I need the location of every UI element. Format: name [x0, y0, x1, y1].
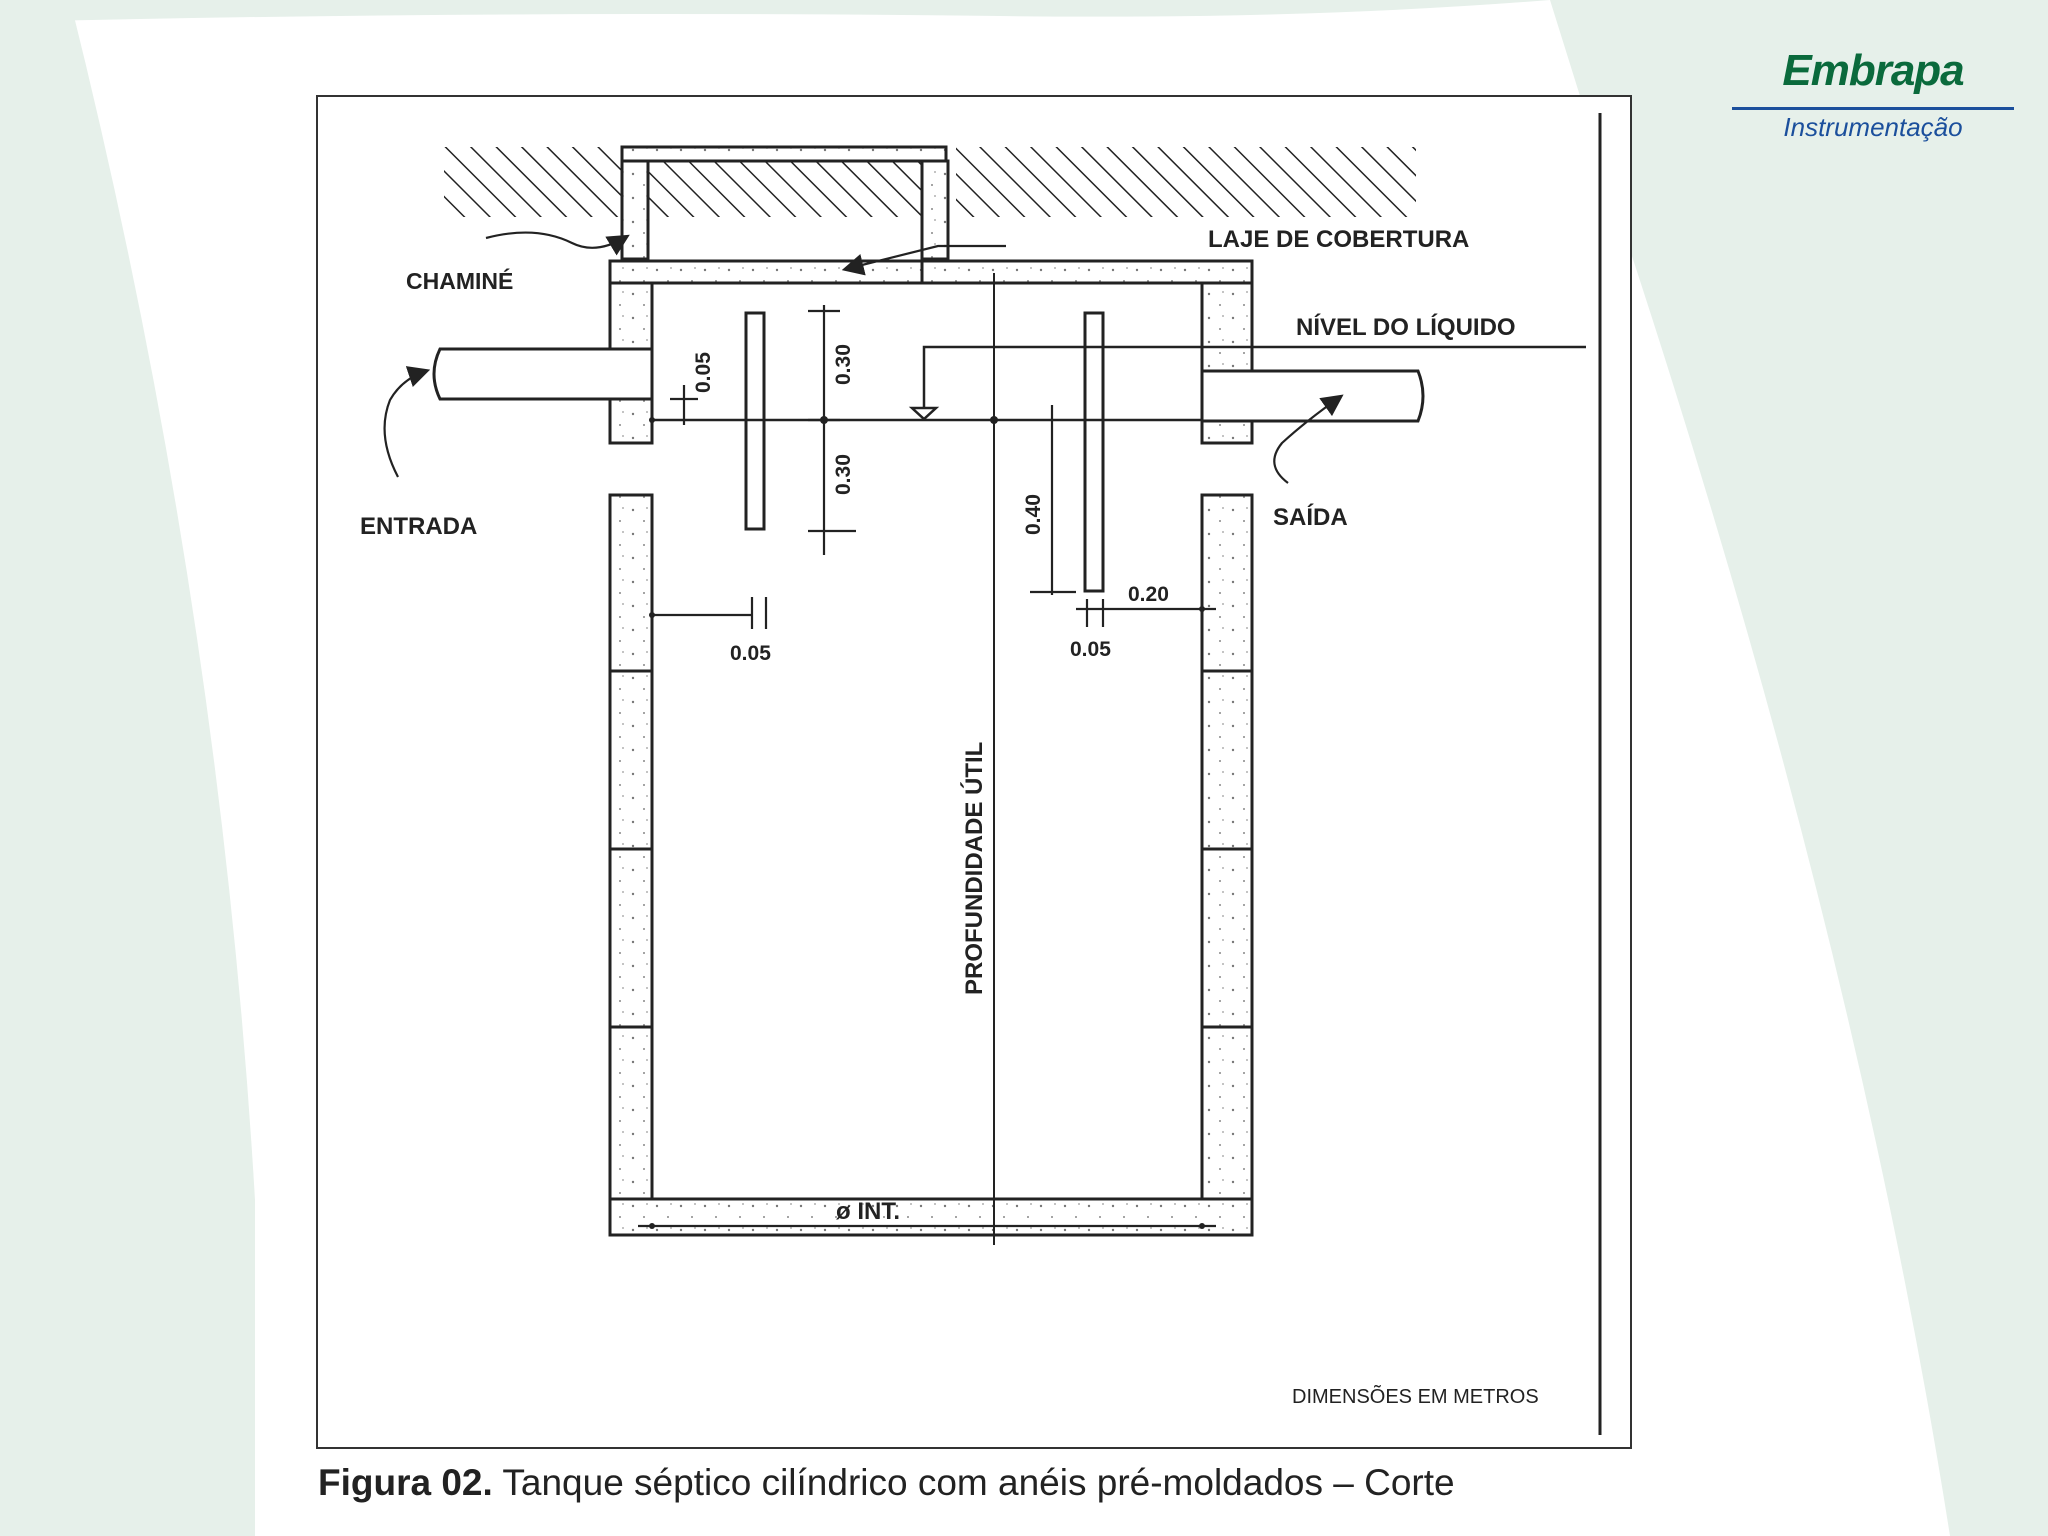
dim-baffle-above-level: 0.30	[832, 344, 855, 385]
left-wave-shape	[0, 0, 255, 1536]
inlet-label: ENTRADA	[360, 513, 477, 540]
useful-depth-label: PROFUNDIDADE ÚTIL	[960, 742, 988, 995]
logo-subtitle: Instrumentação	[1783, 112, 1963, 142]
caption-text: Tanque séptico cilíndrico com anéis pré-…	[492, 1462, 1455, 1503]
logo-title: Embrapa	[1782, 46, 1964, 95]
liquid-level-label: NÍVEL DO LÍQUIDO	[1296, 313, 1516, 341]
dim-outlet-baffle-gap: 0.05	[1070, 638, 1111, 661]
outlet-pipe	[1200, 369, 1425, 423]
dim-outlet-offset: 0.20	[1128, 583, 1169, 606]
chimney-label: CHAMINÉ	[406, 267, 513, 294]
liquid-level-line	[652, 345, 1586, 422]
dim-outlet-baffle-depth: 0.40	[1022, 494, 1045, 535]
dim-inlet-gap-top: 0.05	[692, 352, 715, 393]
inlet-pipe	[432, 347, 654, 401]
caption-prefix: Figura 02.	[318, 1462, 493, 1503]
leader-arrows	[383, 231, 1344, 484]
cover-slab	[608, 259, 1254, 285]
outlet-label: SAÍDA	[1273, 503, 1348, 531]
embrapa-logo: Embrapa Instrumentação	[1728, 42, 2018, 152]
dimension-lines	[638, 305, 1216, 1228]
cover-slab-label: LAJE DE COBERTURA	[1208, 226, 1469, 253]
dim-baffle-below-level: 0.30	[832, 454, 855, 495]
internal-diameter-label: ø INT.	[836, 1198, 900, 1225]
diagram-labels: CHAMINÉ LAJE DE COBERTURA NÍVEL DO LÍQUI…	[360, 226, 1539, 1408]
units-note: DIMENSÕES EM METROS	[1292, 1384, 1539, 1408]
right-wave-shape	[1550, 0, 2048, 1536]
figure-caption: Figura 02. Tanque séptico cilíndrico com…	[318, 1462, 1455, 1504]
top-wave-shape	[0, 0, 1550, 22]
dim-inlet-baffle-gap: 0.05	[730, 642, 771, 665]
septic-tank-diagram: CHAMINÉ LAJE DE COBERTURA NÍVEL DO LÍQUI…	[360, 113, 1602, 1435]
logo-rule	[1732, 107, 2014, 110]
tank-walls	[608, 281, 1254, 1237]
dimension-dots	[649, 416, 1205, 1229]
